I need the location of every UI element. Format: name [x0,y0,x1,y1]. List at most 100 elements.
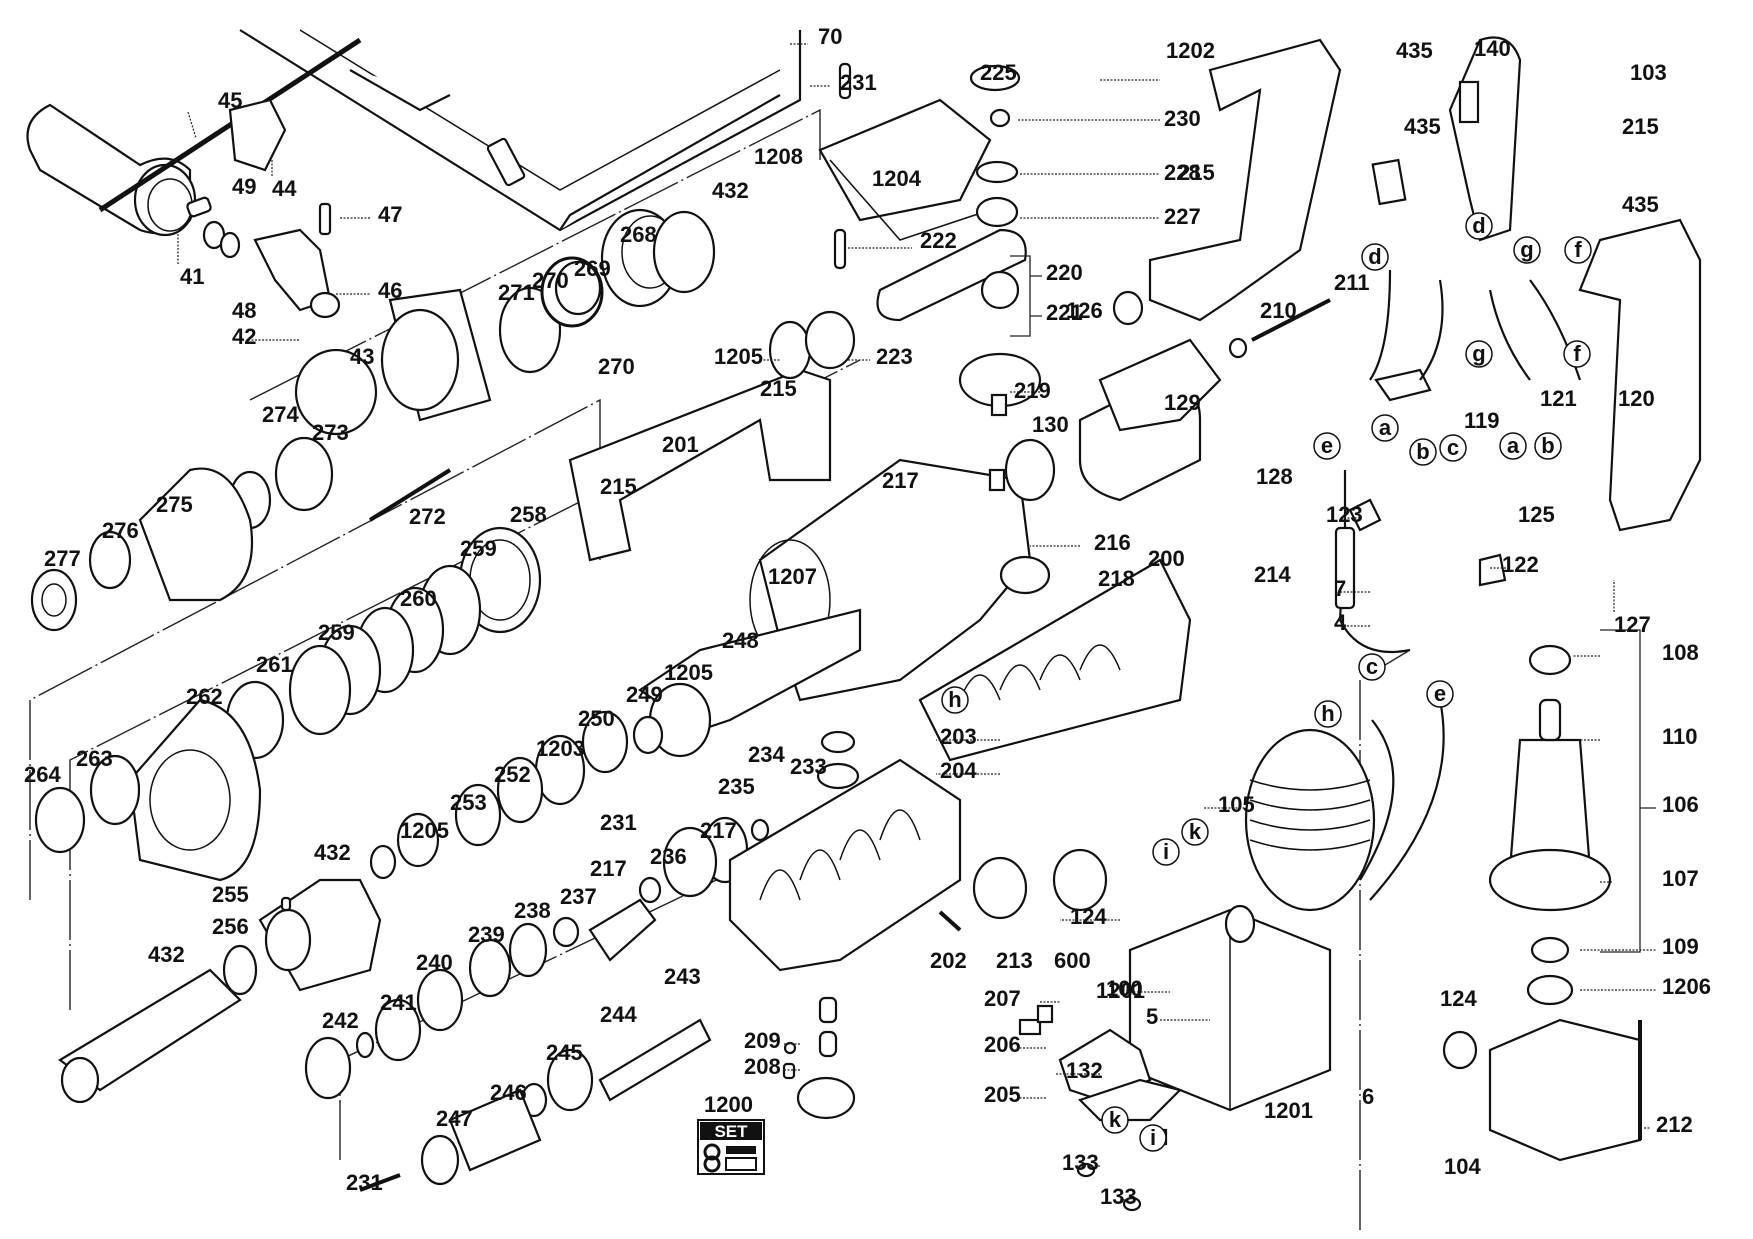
part-label-200: 200 [1148,546,1185,571]
connector-letter: f [1574,237,1582,262]
leader-lines [177,43,1656,1201]
part-label-208: 208 [744,1054,781,1079]
connector-letter: d [1472,213,1485,238]
connector-letter: d [1368,244,1381,269]
set-badge-ring-icon [703,1143,721,1161]
part-label-128: 128 [1256,464,1293,489]
part-label-260: 260 [400,586,437,611]
part-label-237: 237 [560,884,597,909]
part-label-126: 126 [1066,298,1103,323]
part-label-1205: 1205 [400,818,449,843]
front-bearing-group [30,208,716,632]
part-label-215: 215 [600,474,637,499]
part-label-275: 275 [156,492,193,517]
set-badge-box-icon [725,1157,757,1171]
part-label-109: 109 [1662,934,1699,959]
part-label-258: 258 [510,502,547,527]
connector-marker-i: i [1152,838,1180,866]
part-label-41: 41 [180,264,204,289]
part-label-432: 432 [148,942,185,967]
part-label-205: 205 [984,1082,1021,1107]
part-label-269: 269 [574,256,611,281]
part-label-259: 259 [318,620,355,645]
part-label-259: 259 [460,536,497,561]
part-label-261: 261 [256,652,293,677]
connector-marker-b: b [1409,438,1437,466]
connector-circle [941,686,969,714]
set-badge-text: SET [714,1122,748,1141]
part-label-1207: 1207 [768,564,817,589]
part-label-133: 133 [1062,1150,1099,1175]
part-label-223: 223 [876,344,913,369]
part-label-1202: 1202 [1166,38,1215,63]
connector-circle [1465,340,1493,368]
part-label-1201: 1201 [1264,1098,1313,1123]
part-label-263: 263 [76,746,113,771]
part-label-218: 218 [1098,566,1135,591]
connector-letter: g [1520,237,1533,262]
set-badge-header [700,1122,762,1140]
part-label-124: 124 [1070,904,1107,929]
part-label-202: 202 [930,948,967,973]
part-label-209: 209 [744,1028,781,1053]
part-label-105: 105 [1218,792,1255,817]
armature-group [1488,644,1642,1162]
part-label-236: 236 [650,844,687,869]
connector-letter: b [1416,439,1429,464]
connector-marker-k: k [1101,1106,1129,1134]
connector-circle [1534,432,1562,460]
part-label-270: 270 [598,354,635,379]
part-label-215: 215 [1622,114,1659,139]
part-label-44: 44 [272,176,297,201]
part-label-247: 247 [436,1106,473,1131]
part-label-235: 235 [718,774,755,799]
part-label-432: 432 [712,178,749,203]
connector-letter: f [1573,341,1581,366]
connector-letter: a [1379,415,1392,440]
part-label-272: 272 [409,504,446,529]
part-label-48: 48 [232,298,256,323]
part-label-216: 216 [1094,530,1131,555]
part-label-132: 132 [1066,1058,1103,1083]
part-label-215: 215 [1178,160,1215,185]
connector-letter: c [1447,435,1459,460]
part-label-127: 127 [1614,612,1651,637]
part-label-100: 100 [1106,976,1143,1001]
part-label-268: 268 [620,222,657,247]
set-badge-bar-icon [726,1146,756,1154]
connector-circle [1313,432,1341,460]
part-label-108: 108 [1662,640,1699,665]
part-label-225: 225 [980,60,1017,85]
part-label-210: 210 [1260,298,1297,323]
brush-holder-group [1018,1004,1183,1212]
connector-letter: g [1472,341,1485,366]
part-label-120: 120 [1618,386,1655,411]
connector-marker-d: d [1465,212,1493,240]
part-label-220: 220 [1046,260,1083,285]
connector-marker-e: e [1313,432,1341,460]
connector-letter: c [1366,654,1378,679]
connector-circle [1499,432,1527,460]
part-label-103: 103 [1630,60,1667,85]
part-label-250: 250 [578,706,615,731]
connector-marker-a: a [1371,414,1399,442]
connector-marker-h: h [941,686,969,714]
part-label-217: 217 [882,468,919,493]
connector-marker-c: c [1439,434,1467,462]
part-label-244: 244 [600,1002,637,1027]
connector-marker-i: i [1139,1124,1167,1152]
part-label-122: 122 [1502,552,1539,577]
part-label-1205: 1205 [664,660,713,685]
part-label-253: 253 [450,790,487,815]
connector-circle [1361,243,1389,271]
part-label-256: 256 [212,914,249,939]
part-label-1206: 1206 [1662,974,1711,999]
connector-letter: a [1507,433,1520,458]
part-label-125: 125 [1518,502,1555,527]
group-outline-armature [1359,649,1411,1230]
connector-marker-f: f [1564,236,1592,264]
connector-marker-g: g [1513,236,1541,264]
part-label-110: 110 [1662,724,1698,749]
part-label-234: 234 [748,742,785,767]
